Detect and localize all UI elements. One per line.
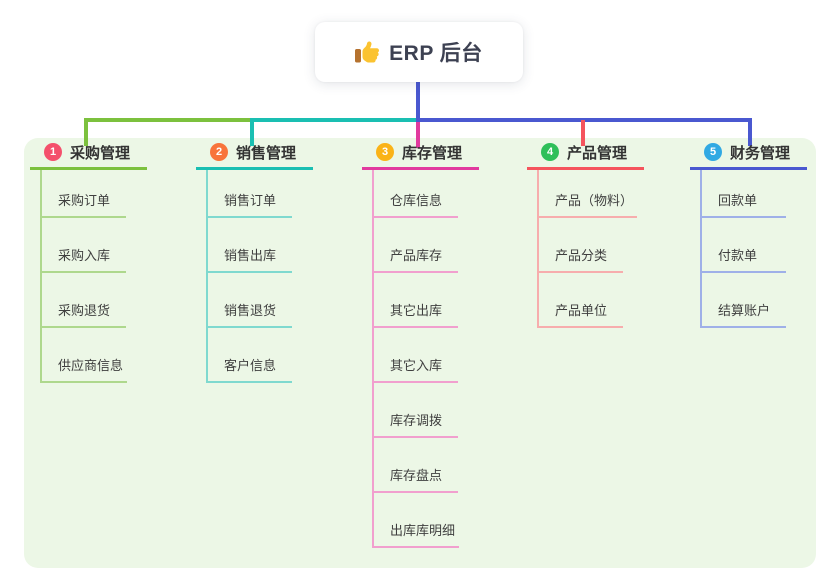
branch-finance: 5 财务管理 回款单付款单结算账户 (690, 143, 807, 328)
child-node-label: 产品库存 (390, 248, 443, 263)
connector-drop-product (581, 120, 585, 146)
child-node[interactable]: 其它出库 (374, 273, 458, 328)
child-node[interactable]: 出库库明细 (374, 493, 460, 548)
branch-label: 产品管理 (567, 144, 628, 162)
child-node-label: 采购订单 (58, 193, 111, 208)
child-node[interactable]: 回款单 (702, 170, 786, 218)
child-node-label: 仓库信息 (390, 193, 443, 208)
child-node[interactable]: 销售订单 (208, 170, 292, 218)
child-node[interactable]: 产品库存 (374, 218, 458, 273)
child-node-label: 回款单 (718, 193, 758, 208)
child-node-label: 供应商信息 (58, 358, 124, 373)
branch-product: 4 产品管理 产品（物料） 产品分类产品单位 (527, 143, 644, 328)
branch-number-badge: 1 (44, 143, 62, 161)
child-node-label: 产品单位 (555, 303, 608, 318)
child-node[interactable]: 付款单 (702, 218, 786, 273)
child-node-label: 采购入库 (58, 248, 111, 263)
connector-drop-finance (748, 120, 752, 146)
child-node[interactable]: 产品（物料） (539, 170, 638, 218)
child-node-label: 其它出库 (390, 303, 443, 318)
child-node-label: 产品（物料） (555, 193, 634, 208)
child-node[interactable]: 产品分类 (539, 218, 623, 273)
branch-number-badge: 2 (210, 143, 228, 161)
branch-head[interactable]: 3 库存管理 (362, 143, 479, 170)
branch-purchase: 1 采购管理 采购订单采购入库采购退货供应商信息 (30, 143, 147, 383)
child-node[interactable]: 库存调拨 (374, 383, 458, 438)
child-node[interactable]: 仓库信息 (374, 170, 458, 218)
child-node-label: 库存盘点 (390, 468, 443, 483)
child-node[interactable]: 销售退货 (208, 273, 292, 328)
branch-head[interactable]: 1 采购管理 (30, 143, 147, 170)
branch-children: 销售订单销售出库销售退货客户信息 (206, 170, 313, 383)
child-node-label: 客户信息 (224, 358, 277, 373)
branch-children: 回款单付款单结算账户 (700, 170, 807, 328)
connector-bus-left (84, 118, 254, 122)
child-node-label: 销售订单 (224, 193, 277, 208)
branch-label: 财务管理 (730, 144, 791, 162)
child-node-label: 其它入库 (390, 358, 443, 373)
branch-head[interactable]: 5 财务管理 (690, 143, 807, 170)
connector-drop-purchase (84, 120, 88, 146)
child-node[interactable]: 其它入库 (374, 328, 458, 383)
mindmap-panel (24, 138, 816, 568)
child-node[interactable]: 库存盘点 (374, 438, 458, 493)
connector-root-vertical (416, 82, 420, 122)
branch-number-badge: 3 (376, 143, 394, 161)
child-node-label: 产品分类 (555, 248, 608, 263)
branch-label: 库存管理 (402, 144, 463, 162)
root-node[interactable]: ERP 后台 (315, 22, 523, 82)
branch-children: 采购订单采购入库采购退货供应商信息 (40, 170, 147, 383)
child-node[interactable]: 采购入库 (42, 218, 126, 273)
child-node-label: 出库库明细 (390, 523, 456, 538)
child-node[interactable]: 客户信息 (208, 328, 292, 383)
child-node-label: 库存调拨 (390, 413, 443, 428)
root-node-label: ERP 后台 (389, 42, 483, 65)
child-node[interactable]: 采购退货 (42, 273, 126, 328)
child-node-label: 付款单 (718, 248, 758, 263)
thumbs-up-icon (355, 41, 380, 63)
child-node-label: 销售退货 (224, 303, 277, 318)
connector-drop-sales (250, 120, 254, 146)
child-node[interactable]: 销售出库 (208, 218, 292, 273)
branch-inventory: 3 库存管理 仓库信息产品库存其它出库其它入库库存调拨库存盘点出库库明细 (362, 143, 479, 548)
child-node-label: 结算账户 (718, 303, 771, 318)
child-node[interactable]: 产品单位 (539, 273, 623, 328)
branch-number-badge: 5 (704, 143, 722, 161)
branch-children: 产品（物料） 产品分类产品单位 (537, 170, 644, 328)
branch-label: 采购管理 (70, 144, 131, 162)
branch-number-badge: 4 (541, 143, 559, 161)
branch-head[interactable]: 4 产品管理 (527, 143, 644, 170)
branch-children: 仓库信息产品库存其它出库其它入库库存调拨库存盘点出库库明细 (372, 170, 479, 548)
child-node-label: 销售出库 (224, 248, 277, 263)
branch-sales: 2 销售管理 销售订单销售出库销售退货客户信息 (196, 143, 313, 383)
child-node[interactable]: 结算账户 (702, 273, 786, 328)
connector-drop-inventory (416, 122, 420, 148)
branch-head[interactable]: 2 销售管理 (196, 143, 313, 170)
child-node[interactable]: 采购订单 (42, 170, 126, 218)
child-node-label: 采购退货 (58, 303, 111, 318)
child-node[interactable]: 供应商信息 (42, 328, 128, 383)
connector-bus-middle (250, 118, 418, 122)
branch-label: 销售管理 (236, 144, 297, 162)
